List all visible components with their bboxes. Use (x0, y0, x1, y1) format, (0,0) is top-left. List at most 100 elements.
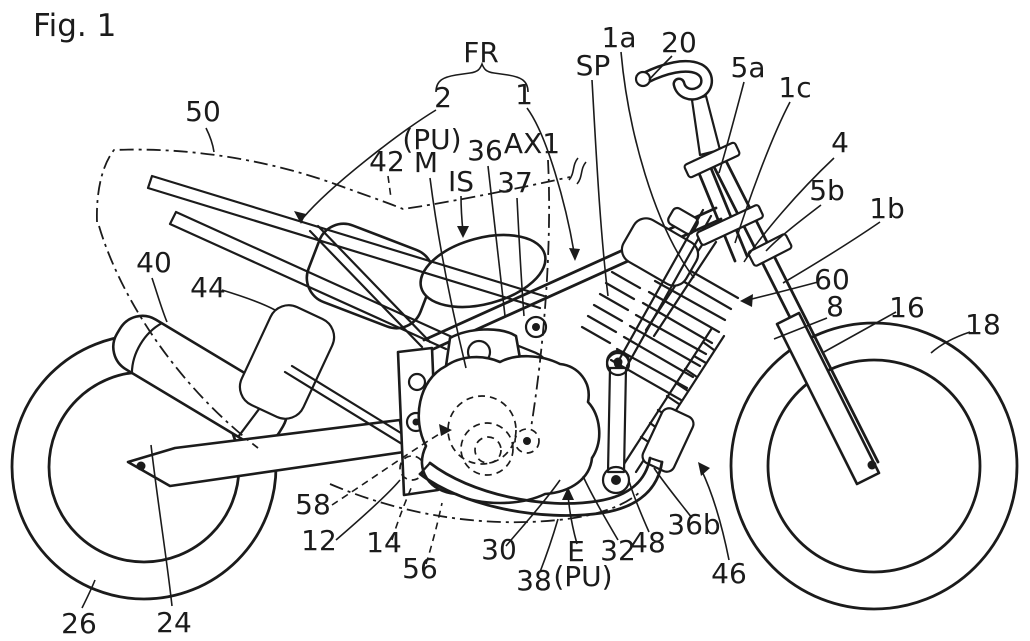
leader-1a (620, 51, 695, 279)
ref-label-pu-upper: (PU) (402, 123, 461, 156)
leader-48 (628, 480, 650, 533)
bracket-46 (641, 407, 695, 473)
side-panel-44 (238, 304, 336, 420)
leader-38 (539, 518, 559, 573)
airbox-oval (419, 233, 547, 309)
throttle-body-dot (532, 323, 540, 331)
side-panel-left (238, 304, 336, 420)
cover-rear-outline (98, 225, 259, 449)
ref-label-8: 8 (826, 290, 844, 323)
reference-labels: Fig. 1 50 FR 2 1 SP 1a 20 5a 1c 4 5b 1b … (33, 8, 1001, 640)
cylinder-fins-small (580, 270, 642, 345)
pivot-hole-top (407, 372, 427, 392)
ref-label-m: M (414, 146, 438, 179)
link-bolt-top-dot (614, 360, 622, 368)
ref-label-sp: SP (576, 49, 611, 82)
vertical-link (606, 366, 628, 474)
arrowhead-1 (569, 248, 580, 261)
arrowhead-58 (439, 424, 452, 436)
ref-label-5a: 5a (731, 51, 766, 84)
ref-label-42: 42 (369, 145, 405, 178)
leader-18 (930, 331, 971, 354)
link-bolt-top (605, 351, 631, 377)
ref-label-30: 30 (481, 533, 517, 566)
ref-label-26: 26 (61, 607, 97, 640)
engine (417, 315, 601, 505)
ref-label-16: 16 (889, 291, 925, 324)
ref-label-44: 44 (190, 271, 226, 304)
ref-label-24: 24 (156, 606, 192, 639)
ref-label-fr: FR (463, 36, 499, 69)
leader-56 (425, 502, 443, 565)
front-axle-dot (867, 460, 877, 470)
throttle-body-circle (524, 315, 548, 339)
ref-label-14: 14 (366, 526, 402, 559)
ref-label-e: E (567, 535, 585, 568)
leader-50 (205, 127, 215, 153)
cylinder (580, 206, 740, 402)
airbox (419, 233, 547, 309)
leader-5b (765, 204, 822, 252)
fork-collar (747, 233, 793, 267)
leader-lines (81, 51, 971, 609)
leader-20 (648, 55, 673, 81)
arrowhead-e (562, 487, 574, 500)
rear-frame (146, 174, 546, 502)
handlebar-inner (641, 62, 711, 99)
leader-ax1 (530, 159, 551, 429)
leader-30 (505, 479, 561, 547)
cylinder-fins (609, 256, 740, 402)
leader-8 (773, 317, 828, 340)
ref-label-5b: 5b (809, 174, 845, 207)
ref-label-18: 18 (965, 308, 1001, 341)
clutch-circle-mid (460, 422, 514, 476)
break-squiggle (568, 157, 587, 185)
ref-label-37: 37 (497, 166, 533, 199)
leader-16 (823, 311, 897, 353)
cylinder-head-cover (620, 217, 700, 287)
leader-36 (487, 165, 506, 317)
link-bolt-bottom-dot (611, 475, 621, 485)
leader-37 (516, 197, 525, 317)
ref-label-46: 46 (711, 557, 747, 590)
leader-32 (582, 475, 619, 541)
ref-label-36b: 36b (667, 508, 720, 541)
crank-axis-dot (523, 437, 531, 445)
ref-label-56: 56 (402, 552, 438, 585)
leader-42 (387, 175, 392, 199)
crank-axis-circle (514, 428, 540, 454)
lower-tube-inner (428, 456, 652, 505)
figure-caption: Fig. 1 (33, 8, 116, 44)
ref-label-38: 38 (516, 564, 552, 597)
ref-label-1: 1 (515, 78, 533, 111)
leader-m (429, 177, 467, 369)
frame-brace (308, 224, 432, 349)
arrowhead-46 (698, 462, 710, 476)
ref-label-1c: 1c (778, 71, 811, 104)
leader-60 (747, 281, 819, 301)
ref-label-40: 40 (136, 246, 172, 279)
ref-label-ax1: AX1 (504, 127, 560, 160)
ref-label-58: 58 (295, 488, 331, 521)
ref-label-2: 2 (434, 81, 452, 114)
seat-rail-upper (146, 174, 546, 310)
front-fork (634, 59, 881, 486)
engine-hanger-bar (617, 208, 713, 368)
ref-label-1a: 1a (602, 21, 637, 54)
ref-label-50: 50 (185, 95, 221, 128)
leader-46 (700, 468, 730, 561)
steering-stem (690, 94, 722, 157)
muffler-endcap-line (130, 322, 163, 375)
arrowhead-2 (294, 211, 306, 224)
lower-cowl-outline (329, 483, 643, 524)
leader-58 (331, 429, 447, 506)
fr-brace (435, 61, 529, 93)
head-tube (692, 154, 749, 263)
ref-label-32: 32 (600, 534, 636, 567)
leader-14 (391, 485, 413, 541)
muffler-body (112, 314, 288, 446)
leader-26 (81, 579, 96, 609)
ref-label-36: 36 (467, 134, 503, 167)
